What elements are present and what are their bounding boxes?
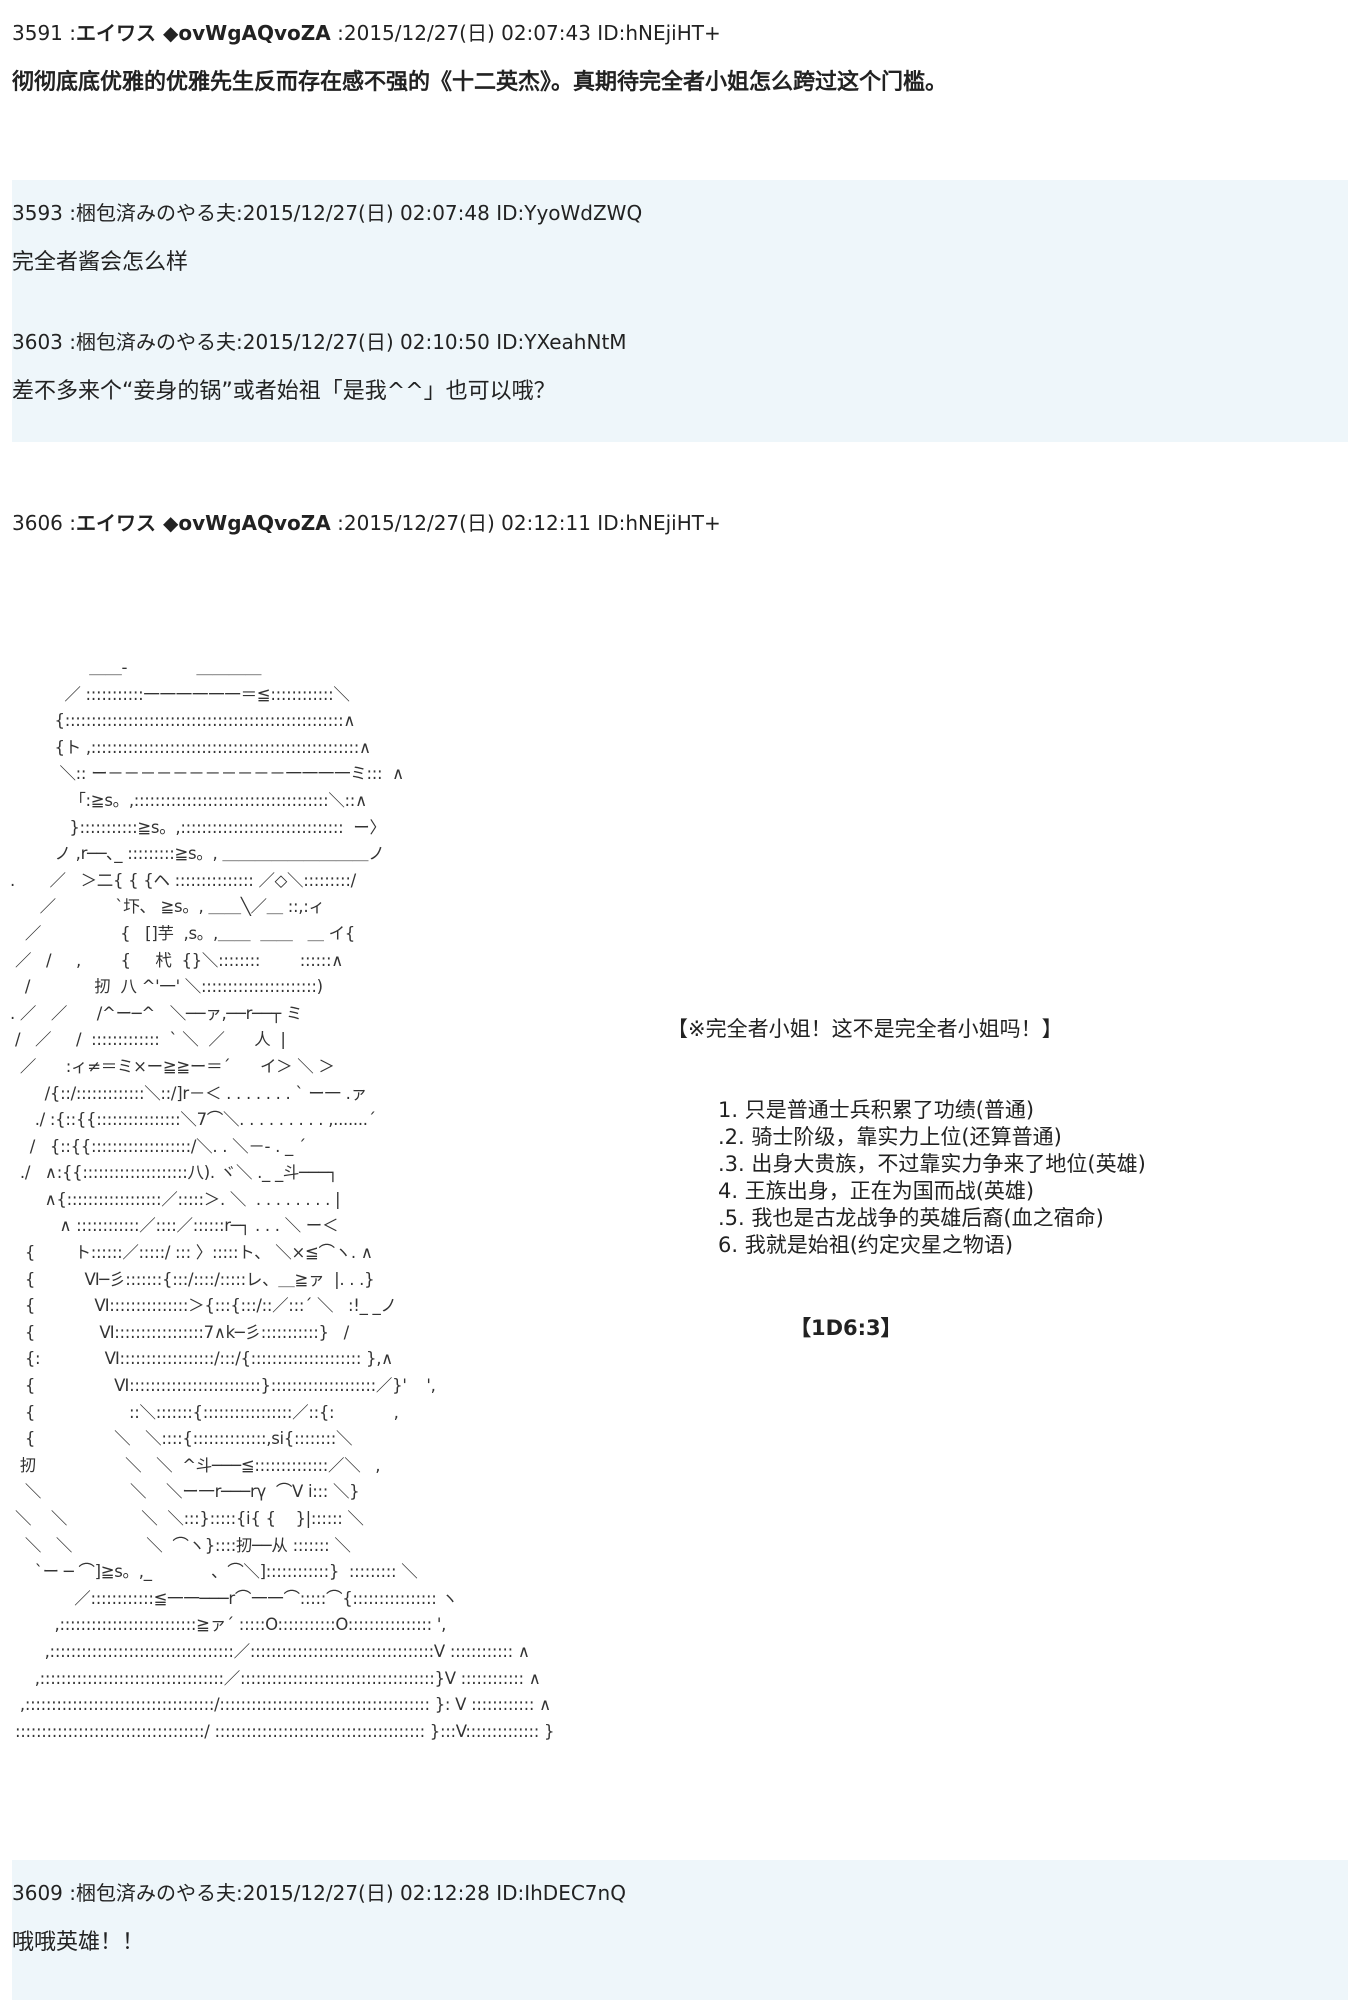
post-body: 彻彻底底优雅的优雅先生反而存在感不强的《十二英杰》。真期待完全者小姐怎么跨过这个…: [12, 70, 948, 95]
post-3609: 3609 :梱包済みのやる夫:2015/12/27(日) 02:12:28 ID…: [12, 1880, 1348, 1958]
poster-id: ID:YXeahNtM: [496, 330, 627, 354]
post-date: 2015/12/27(日) 02:10:50: [242, 330, 490, 354]
post-date: 2015/12/27(日) 02:12:28: [242, 1881, 490, 1905]
post-date: 2015/12/27(日) 02:07:43: [343, 21, 591, 45]
choice-item: 4. 王族出身，正在为国而战(英雄): [718, 1179, 1035, 1203]
post-3591: 3591 :エイワス ◆ovWgAQvoZA :2015/12/27(日) 02…: [12, 20, 1348, 98]
ascii-art-line: { Ⅵ:::::::::::::::::7∧k─彡:::::::::::} /: [10, 1322, 349, 1342]
dice-result: 【1D6:3】: [790, 1316, 902, 1340]
poster-id: ID:hNEjiHT+: [597, 511, 721, 535]
ascii-art-line: 扨 ＼ ＼ ^斗───≦::::::::::::::／＼ ,: [10, 1455, 381, 1475]
choice-item: .3. 出身大贵族，不过靠实力争来了地位(英雄): [718, 1152, 1146, 1176]
ascii-art-line: ＼ ＼ ＼ ⌒ヽ}::::扨──从 ::::::: ＼: [10, 1535, 351, 1555]
ascii-art-line: ＼ ＼ ＼ ＼:::}:::::{i{ { }|:::::: ＼: [10, 1509, 364, 1528]
ascii-art-line: . ／ ＞二{ { {ヘ ::::::::::::::: ／◇＼::::::::…: [10, 870, 356, 890]
post-body: 差不多来个“妾身的锅”或者始祖「是我^^」也可以哦？: [12, 379, 556, 404]
ascii-art-line: / ／ / ::::::::::::: ` ＼ ／ 人 |: [10, 1030, 286, 1050]
post-band: [12, 1860, 1348, 2000]
ascii-art: ＿＿- ＿＿＿＿ ／ :::::::::::一一一一一一＝≦::::::::::…: [10, 655, 554, 1745]
ascii-art-line: { ::＼:::::::{:::::::::::::::::／::{: ,: [10, 1402, 399, 1422]
post-number: 3593: [12, 201, 63, 225]
ascii-art-line: {:::::::::::::::::::::::::::::::::::::::…: [10, 711, 356, 731]
post-number: 3603: [12, 330, 63, 354]
post-number: 3591: [12, 21, 63, 45]
poster-id: ID:IhDEC7nQ: [496, 1881, 626, 1905]
ascii-art-line: `ー ─ ⌒]≧s。,_ 、⌒＼]::::::::::::} :::::::::…: [10, 1562, 418, 1582]
poster-name: エイワス ◆ovWgAQvoZA: [76, 21, 331, 45]
choice-item: 1. 只是普通士兵积累了功绩(普通): [718, 1098, 1035, 1122]
post-date: 2015/12/27(日) 02:12:11: [343, 511, 591, 535]
ascii-art-line: ,:::::::::::::::::::::::::::::::::::／:::…: [10, 1668, 541, 1688]
ascii-art-line: / 扨 八 ^'一' ＼::::::::::::::::::::::): [10, 977, 323, 997]
ascii-art-line: ,::::::::::::::::::::::::::::::::::::/::…: [10, 1695, 551, 1715]
ascii-art-line: ＼:: ー－－－－－－－－－－－一一一一ミ::: ∧: [10, 764, 404, 784]
choice-list: 1. 只是普通士兵积累了功绩(普通) .2. 骑士阶级，靠实力上位(还算普通).…: [718, 1097, 1146, 1259]
ascii-art-line: ＼ ＼ ＼ー一r───rγ ⌒V i::: ＼}: [10, 1482, 360, 1502]
ascii-art-line: ∧{::::::::::::::::::／:::::＞. ＼ . . . . .…: [10, 1189, 341, 1209]
ascii-art-line: . ／ ／ /^ー─^ ＼──ァ,──r──┬ ミ: [10, 1003, 303, 1023]
ascii-art-line: /{::/:::::::::::::＼::/]r－＜ . . . . . . .…: [10, 1083, 367, 1103]
ascii-art-line: ＿＿- ＿＿＿＿: [10, 658, 262, 677]
ascii-art-line: 「:≧s。,::::::::::::::::::::::::::::::::::…: [10, 790, 367, 810]
post-header: 3591 :エイワス ◆ovWgAQvoZA :2015/12/27(日) 02…: [12, 21, 721, 45]
poster-name: 梱包済みのやる夫: [76, 201, 237, 225]
post-3606: 3606 :エイワス ◆ovWgAQvoZA :2015/12/27(日) 02…: [12, 510, 1348, 536]
ascii-art-line: ／ / , { 杙 {}＼:::::::: ::::::∧: [10, 950, 344, 970]
ascii-art-line: ∧ ::::::::::::／::::／::::::r─┐ . . . ＼ ー＜: [10, 1216, 339, 1236]
ascii-art-line: }:::::::::::≧s。,::::::::::::::::::::::::…: [10, 817, 386, 837]
post-header: 3609 :梱包済みのやる夫:2015/12/27(日) 02:12:28 ID…: [12, 1881, 626, 1905]
side-heading: 【※完全者小姐！这不是完全者小姐吗！】: [667, 1017, 1063, 1041]
ascii-art-line: {: Ⅵ::::::::::::::::::/:::/{::::::::::::…: [10, 1349, 393, 1369]
ascii-art-line: ::::::::::::::::::::::::::::::::::::/ ::…: [10, 1721, 555, 1741]
ascii-art-line: ／ :::::::::::一一一一一一＝≦::::::::::::＼: [10, 684, 350, 704]
poster-name: エイワス ◆ovWgAQvoZA: [76, 511, 331, 535]
poster-name: 梱包済みのやる夫: [76, 330, 237, 354]
post-band: [12, 180, 1348, 442]
poster-id: ID:hNEjiHT+: [597, 21, 721, 45]
ascii-art-line: ./ ∧:{{::::::::::::::::::::八). ヾ＼ ._ _斗─…: [10, 1163, 338, 1183]
post-date: 2015/12/27(日) 02:07:48: [242, 201, 490, 225]
ascii-art-line: { Ⅵ─彡:::::::{:::/::::/:::::レ、＿≧ァ |. . .}: [10, 1269, 375, 1289]
post-body: 完全者酱会怎么样: [12, 250, 189, 275]
ascii-art-line: ,:::::::::::::::::::::::::::::::::::／:::…: [10, 1641, 530, 1661]
post-number: 3606: [12, 511, 63, 535]
ascii-art-line: {ト ,::::::::::::::::::::::::::::::::::::…: [10, 737, 372, 757]
ascii-art-line: ,::::::::::::::::::::::::::≧ァ´ :::::O:::…: [10, 1615, 447, 1635]
ascii-art-line: { Ⅵ:::::::::::::::＞{:::{:::/::／:::´ ＼ :!…: [10, 1296, 397, 1316]
choice-item: .2. 骑士阶级，靠实力上位(还算普通): [718, 1125, 1062, 1149]
poster-name: 梱包済みのやる夫: [76, 1881, 237, 1905]
choice-item: .5. 我也是古龙战争的英雄后裔(血之宿命): [718, 1206, 1104, 1230]
choice-item: 6. 我就是始祖(约定灾星之物语): [718, 1233, 1014, 1257]
post-header: 3593 :梱包済みのやる夫:2015/12/27(日) 02:07:48 ID…: [12, 201, 643, 225]
ascii-art-line: ／::::::::::::≦一一───r⌒一一⌒:::::⌒{:::::::::…: [10, 1588, 458, 1608]
ascii-art-line: { ＼ ＼::::{::::::::::::::,si{::::::::＼: [10, 1429, 353, 1449]
ascii-art-line: { ト::::::／:::::/ ::: 〉:::::ト、 ＼×≦⌒ヽ. ∧: [10, 1243, 373, 1263]
ascii-art-line: ./ :{::{{::::::::::::::::＼7⌒＼. . . . . .…: [10, 1110, 376, 1130]
post-header: 3606 :エイワス ◆ovWgAQvoZA :2015/12/27(日) 02…: [12, 511, 721, 535]
post-body: 哦哦英雄！！: [12, 1930, 145, 1955]
poster-id: ID:YyoWdZWQ: [496, 201, 643, 225]
ascii-art-line: { Ⅵ:::::::::::::::::::::::::}:::::::::::…: [10, 1376, 436, 1396]
ascii-art-line: ノ ,r──､_ :::::::::≧s。, ＿＿＿＿＿＿＿＿＿ノ: [10, 844, 385, 864]
ascii-art-line: ／ `圷、 ≧s。, ＿＿╲／＿ ::,:ィ: [10, 897, 325, 917]
ascii-art-line: ／ :ィ≠＝ミ×ー≧≧ー＝´ イ＞ ＼ ＞: [10, 1056, 335, 1076]
post-3603: 3603 :梱包済みのやる夫:2015/12/27(日) 02:10:50 ID…: [12, 329, 1348, 407]
ascii-art-line: ／ { []芋 ,s。,＿＿ ＿＿ ＿ イ{: [10, 923, 356, 943]
post-3593: 3593 :梱包済みのやる夫:2015/12/27(日) 02:07:48 ID…: [12, 200, 1348, 278]
post-number: 3609: [12, 1881, 63, 1905]
post-header: 3603 :梱包済みのやる夫:2015/12/27(日) 02:10:50 ID…: [12, 330, 627, 354]
ascii-art-line: / {::{{:::::::::::::::::::/＼. . ＼－- . _ …: [10, 1136, 306, 1156]
